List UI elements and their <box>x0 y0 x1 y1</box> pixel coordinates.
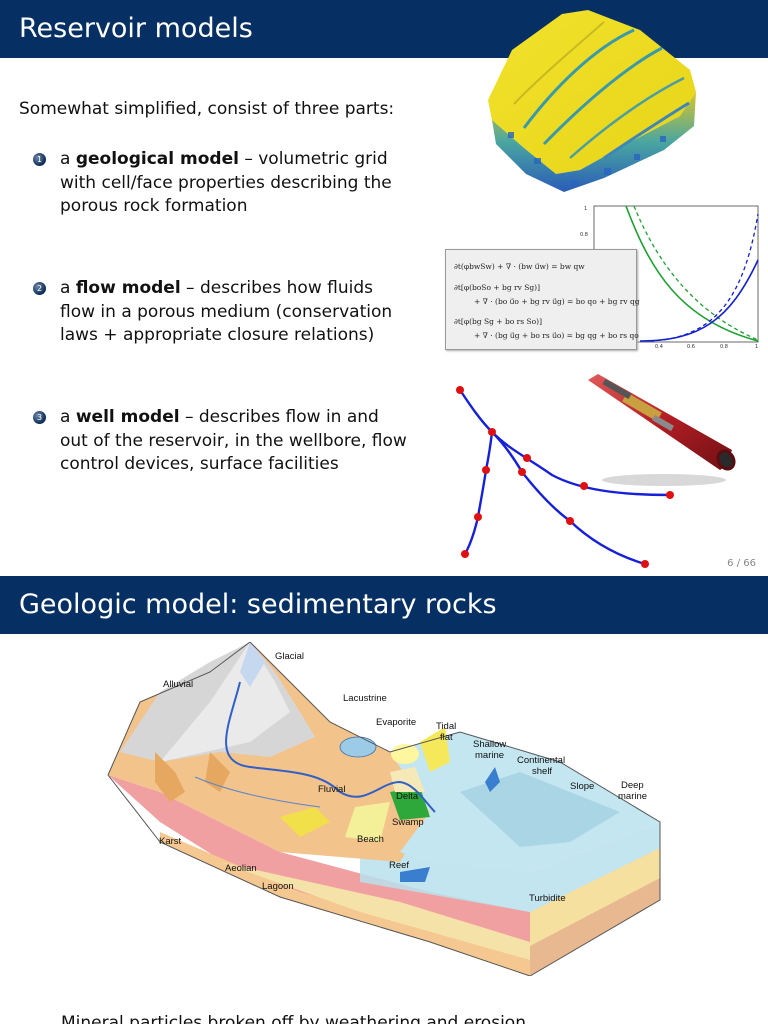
label-glacial: Glacial <box>275 651 304 662</box>
plot-tick-label: 0.8 <box>580 232 588 238</box>
term-well-model: well model <box>75 407 180 427</box>
equation-line: ∂t(φbwSw) + ∇ · (bw u⃗w) = bw qw <box>454 262 585 271</box>
label-deep-1: Deep <box>621 780 644 791</box>
plot-tick-label: 1 <box>584 206 587 212</box>
plot-tick-label: 0.4 <box>655 344 663 350</box>
bullet-number: 3 <box>33 411 46 424</box>
equation-line: ∂t[φ(boSo + bg rv Sg)] <box>454 283 541 292</box>
label-alluvial: Alluvial <box>163 679 193 690</box>
bullet-number: 1 <box>33 153 46 166</box>
label-turbidite: Turbidite <box>529 893 566 904</box>
equation-line: + ∇ · (bo u⃗o + bg rv u⃗g) = bo qo + bg … <box>474 297 640 306</box>
equation-line: + ∇ · (bg u⃗g + bo rs u⃗o) = bg qg + bo … <box>474 331 639 340</box>
list-item-geological-model: 1 a geological model – volumetric grid w… <box>33 148 408 220</box>
label-shallow-1: Shallow <box>473 739 506 750</box>
term-flow-model: flow model <box>75 278 181 298</box>
well-trajectory-diagram <box>456 386 674 568</box>
page-number: 6 / 66 <box>727 558 756 569</box>
label-deep-2: marine <box>618 791 647 802</box>
label-continental-1: Continental <box>517 755 565 766</box>
list-item-text: a well model – describes flow in and out… <box>60 407 407 474</box>
label-evaporite: Evaporite <box>376 717 416 728</box>
plot-tick-label: 0.8 <box>720 344 728 350</box>
label-aeolian: Aeolian <box>225 863 257 874</box>
label-continental-2: shelf <box>532 766 552 777</box>
label-slope: Slope <box>570 781 594 792</box>
label-swamp: Swamp <box>392 817 424 828</box>
label-delta: Delta <box>396 791 419 802</box>
label-lagoon: Lagoon <box>262 881 294 892</box>
list-item-well-model: 3 a well model – describes flow in and o… <box>33 406 408 478</box>
label-tidal-1: Tidal <box>436 721 456 732</box>
bullet-number: 2 <box>33 282 46 295</box>
list-item-text: a geological model – volumetric grid wit… <box>60 149 392 216</box>
plot-tick-label: 0.6 <box>687 344 695 350</box>
label-lacustrine: Lacustrine <box>343 693 387 704</box>
body-text: Mineral particles broken off by weatheri… <box>61 1013 526 1024</box>
slide-title: Geologic model: sedimentary rocks <box>19 589 497 620</box>
title-bar: Geologic model: sedimentary rocks <box>0 576 768 634</box>
sedimentary-environments-diagram: Glacial Alluvial Lacustrine Evaporite Ti… <box>107 642 661 976</box>
intro-text: Somewhat simplified, consist of three pa… <box>19 99 395 119</box>
list-item-text: a flow model – describes how fluids flow… <box>60 278 393 345</box>
list-item-flow-model: 2 a flow model – describes how fluids fl… <box>33 277 408 349</box>
equation-box: ∂t(φbwSw) + ∇ · (bw u⃗w) = bw qw ∂t[φ(bo… <box>445 249 640 350</box>
plot-tick-label: 1 <box>755 344 758 350</box>
term-geological-model: geological model <box>75 149 239 169</box>
flow-control-device-image <box>588 374 736 486</box>
label-shallow-2: marine <box>475 750 504 761</box>
slide-title: Reservoir models <box>19 13 253 44</box>
slide-geologic-model: Geologic model: sedimentary rocks <box>0 576 768 1024</box>
label-beach: Beach <box>357 834 384 845</box>
label-reef: Reef <box>389 860 409 871</box>
label-karst: Karst <box>159 836 182 847</box>
title-bar: Reservoir models <box>0 0 768 58</box>
equation-line: ∂t[φ(bg Sg + bo rs So)] <box>454 317 542 326</box>
reservoir-grid-image <box>488 10 696 192</box>
label-tidal-2: flat <box>440 732 453 743</box>
slide-reservoir-models: Reservoir models Somewhat simplified, co… <box>0 0 768 569</box>
label-fluvial: Fluvial <box>318 784 345 795</box>
